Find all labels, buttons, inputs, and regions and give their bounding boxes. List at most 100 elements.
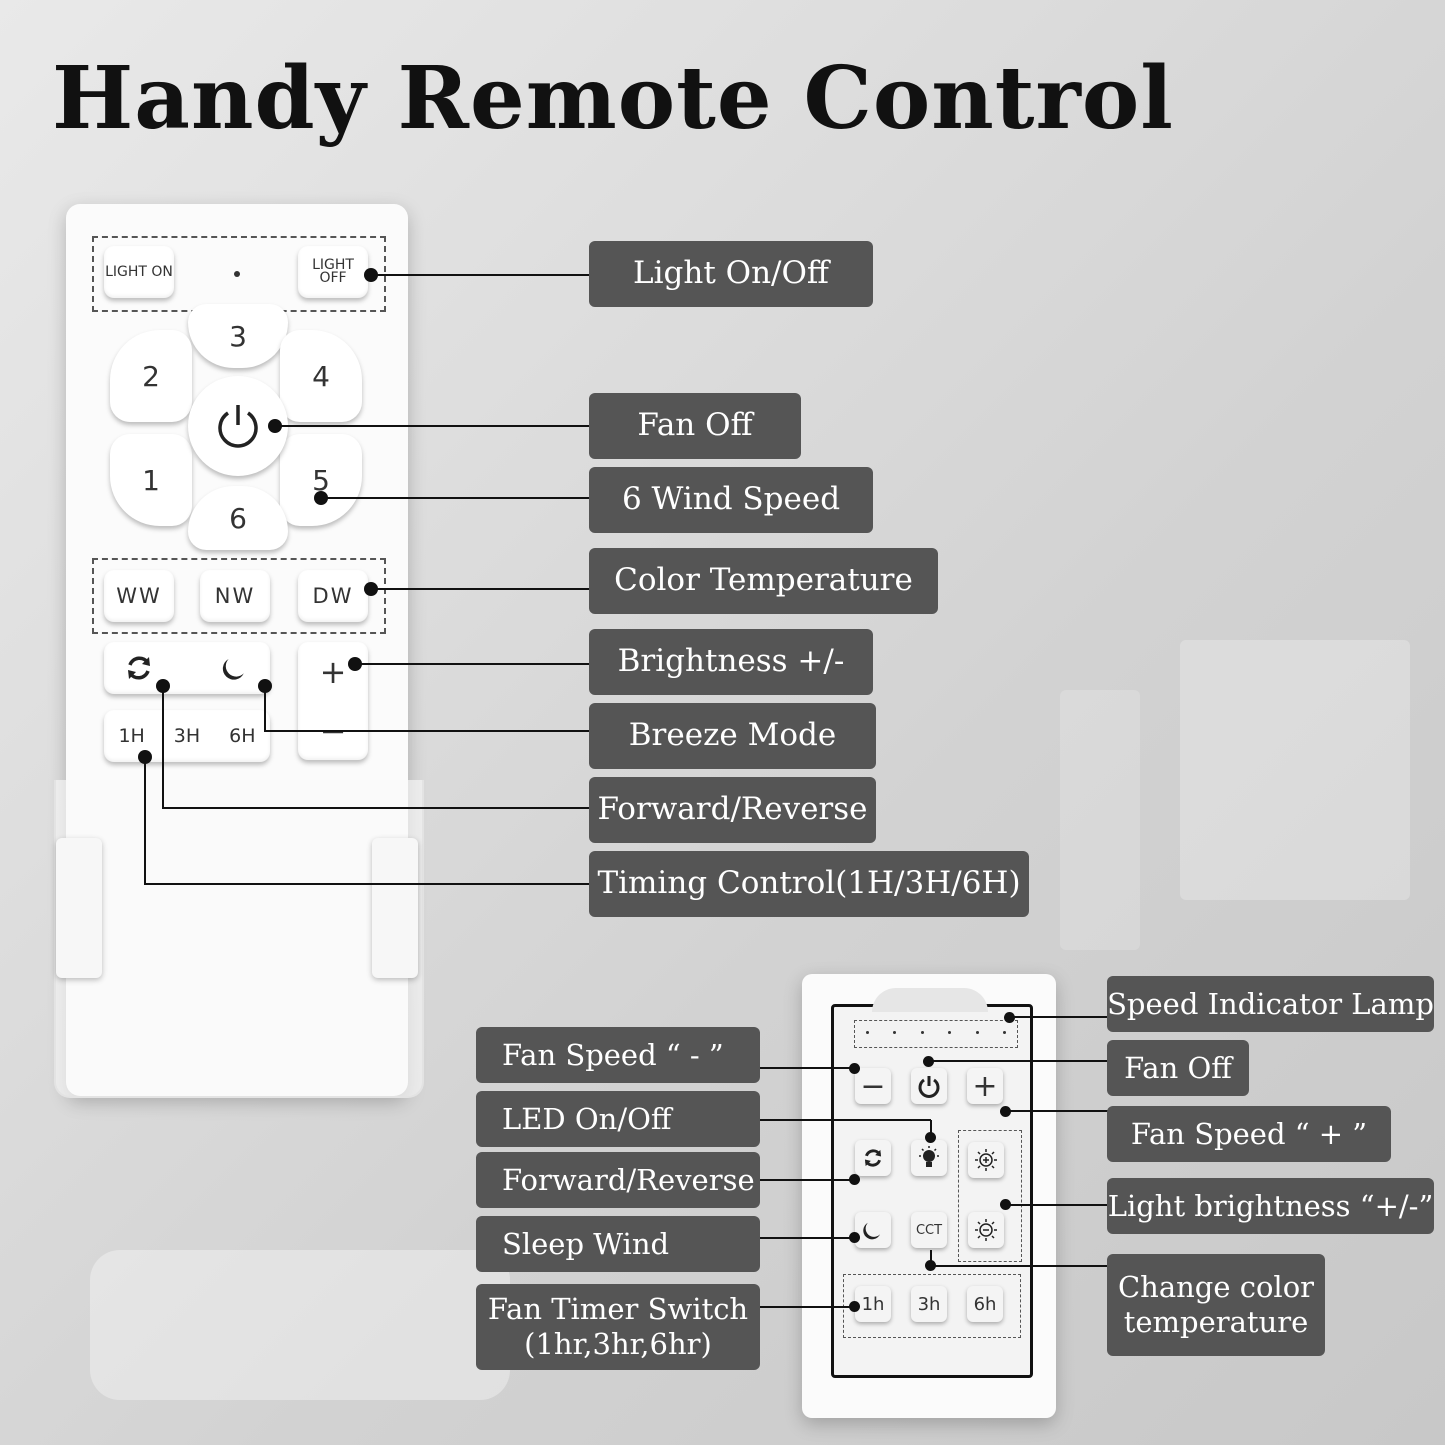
- callout-line: [930, 1265, 1108, 1267]
- speed-4-button[interactable]: 4: [280, 330, 362, 422]
- label-brightness: Brightness +/-: [589, 629, 873, 695]
- light-on-button[interactable]: LIGHT ON: [104, 246, 174, 298]
- callout-dot: [1004, 1012, 1015, 1023]
- timer-3h: 3H: [173, 725, 201, 747]
- small-minus-button[interactable]: −: [855, 1068, 891, 1104]
- moon-icon: [222, 658, 244, 680]
- label-light-brightness: Light brightness “+/-”: [1107, 1178, 1434, 1234]
- nw-button[interactable]: NW: [200, 570, 270, 622]
- callout-dot: [849, 1232, 860, 1243]
- small-cct-button[interactable]: CCT: [911, 1212, 947, 1248]
- speed-5-button[interactable]: 5: [280, 434, 362, 526]
- indicator-lamp-box: [854, 1020, 1018, 1048]
- lamp-1: [866, 1031, 869, 1034]
- callout-line: [371, 274, 590, 276]
- lamp-3: [920, 1031, 924, 1034]
- callout-line: [371, 588, 590, 590]
- label-small-forward-reverse: Forward/Reverse: [476, 1152, 760, 1208]
- label-color-temperature: Color Temperature: [589, 548, 938, 614]
- label-wind-speed: 6 Wind Speed: [589, 467, 873, 533]
- timer-1h: 1H: [118, 725, 145, 747]
- timer-button[interactable]: 1H 3H 6H: [104, 710, 270, 762]
- callout-line: [264, 730, 590, 732]
- background-sofa: [90, 1250, 510, 1400]
- small-remote-top: [872, 988, 988, 1012]
- change-color-line1: Change color: [1117, 1270, 1315, 1305]
- small-led-button[interactable]: [911, 1140, 947, 1176]
- speed-2-button[interactable]: 2: [110, 330, 192, 422]
- callout-line: [1005, 1204, 1108, 1206]
- label-fan-speed-minus: Fan Speed “ - ”: [476, 1027, 760, 1083]
- callout-line: [930, 1120, 932, 1135]
- label-small-fan-off: Fan Off: [1107, 1040, 1249, 1096]
- power-icon: [918, 1076, 940, 1098]
- brightness-plus: +: [319, 652, 347, 691]
- reverse-breeze-button[interactable]: [104, 642, 270, 694]
- fan-timer-line2: (1hr,3hr,6hr): [524, 1327, 712, 1361]
- callout-line: [321, 497, 590, 499]
- callout-line: [928, 1060, 1108, 1062]
- speed-3-button[interactable]: 3: [188, 304, 288, 368]
- callout-line: [355, 663, 590, 665]
- callout-line: [760, 1179, 852, 1181]
- callout-line: [144, 883, 590, 885]
- callout-line: [275, 425, 590, 427]
- indicator-lamps: [866, 1031, 1006, 1034]
- small-plus-button[interactable]: +: [967, 1068, 1003, 1104]
- holder-clip-right: [372, 838, 418, 978]
- bulb-icon: [919, 1146, 939, 1167]
- ww-button[interactable]: WW: [104, 570, 174, 622]
- light-off-button[interactable]: LIGHT OFF: [298, 246, 368, 298]
- small-timer-1h[interactable]: 1h: [855, 1286, 891, 1322]
- fan-timer-line1: Fan Timer Switch: [487, 1292, 749, 1327]
- small-sleep-button[interactable]: [855, 1212, 891, 1248]
- callout-line: [1010, 1016, 1108, 1018]
- power-icon: [218, 405, 258, 448]
- lamp-2: [893, 1031, 897, 1034]
- label-timing-control: Timing Control(1H/3H/6H): [589, 851, 1029, 917]
- speed-6-button[interactable]: 6: [188, 486, 288, 550]
- label-change-color: Change color temperature: [1107, 1254, 1325, 1356]
- callout-line: [760, 1067, 852, 1069]
- holder-bracket: [54, 780, 424, 1098]
- callout-line: [930, 1250, 932, 1266]
- callout-line: [1005, 1110, 1108, 1112]
- callout-dot: [849, 1174, 860, 1185]
- label-speed-indicator: Speed Indicator Lamp: [1107, 976, 1434, 1032]
- lamp-5: [975, 1031, 979, 1034]
- lamp-4: [948, 1031, 952, 1034]
- label-sleep-wind: Sleep Wind: [476, 1216, 760, 1272]
- reverse-icon: [864, 1149, 882, 1167]
- brightness-group-box: [958, 1130, 1022, 1262]
- small-reverse-button[interactable]: [855, 1140, 891, 1176]
- small-brightness-down-button[interactable]: [968, 1212, 1004, 1248]
- lamp-6: [1002, 1031, 1006, 1034]
- small-timer-6h[interactable]: 6h: [967, 1286, 1003, 1322]
- callout-line: [760, 1119, 931, 1121]
- reverse-icon: [128, 656, 150, 680]
- page-title: Handy Remote Control: [52, 48, 1174, 149]
- holder-clip-left: [56, 838, 102, 978]
- change-color-line2: temperature: [1123, 1305, 1309, 1339]
- callout-line: [760, 1306, 852, 1308]
- indicator-dot: [234, 271, 240, 277]
- label-light-on-off: Light On/Off: [589, 241, 873, 307]
- label-breeze-mode: Breeze Mode: [589, 703, 876, 769]
- dw-button[interactable]: DW: [298, 570, 368, 622]
- background-window: [1180, 640, 1410, 900]
- callout-dot: [849, 1063, 860, 1074]
- callout-line: [162, 807, 590, 809]
- color-group-box: [92, 558, 386, 634]
- callout-line: [144, 757, 146, 884]
- small-brightness-up-button[interactable]: [968, 1142, 1004, 1178]
- speed-1-button[interactable]: 1: [110, 434, 192, 526]
- small-timer-3h[interactable]: 3h: [911, 1286, 947, 1322]
- background-shelf: [1060, 690, 1140, 950]
- callout-line: [760, 1237, 852, 1239]
- callout-dot: [925, 1132, 936, 1143]
- callout-line: [264, 686, 266, 731]
- label-fan-timer: Fan Timer Switch (1hr,3hr,6hr): [476, 1284, 760, 1370]
- small-power-button[interactable]: [911, 1068, 947, 1104]
- moon-icon: [863, 1222, 881, 1240]
- callout-dot: [849, 1301, 860, 1312]
